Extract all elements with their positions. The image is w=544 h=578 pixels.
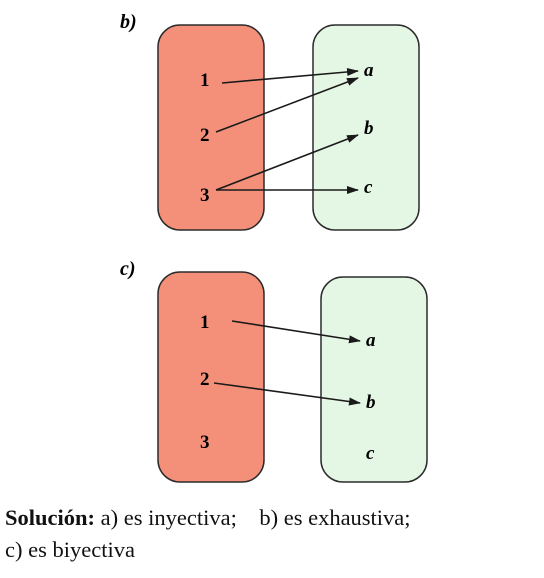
domain-element-c-3: 3 <box>200 432 210 453</box>
solution-line-1: Solución: a) es inyectiva; b) es exhaust… <box>5 502 539 534</box>
domain-element-b-3: 3 <box>200 185 210 206</box>
solution-heading: Solución: <box>5 505 96 530</box>
codomain-element-b-a: a <box>364 60 374 81</box>
solution-line-2: c) es biyectiva <box>5 537 135 562</box>
arrow-b-1-a <box>221 67 359 84</box>
codomain-element-c-b: b <box>366 392 376 413</box>
domain-set-c <box>157 271 265 483</box>
arrow-b-3-b <box>215 134 359 191</box>
codomain-element-b-c: c <box>364 177 373 198</box>
domain-element-b-1: 1 <box>200 70 210 91</box>
arrow-c-2-b <box>213 382 361 406</box>
diagram-c: c) 1 2 3 a b c <box>120 258 428 483</box>
codomain-set-c <box>320 276 428 483</box>
codomain-element-c-a: a <box>366 330 376 351</box>
domain-element-b-2: 2 <box>200 125 210 146</box>
diagram-c-label: c) <box>120 258 136 280</box>
solution-text: Solución: a) es inyectiva; b) es exhaust… <box>5 502 539 566</box>
arrow-c-1-a <box>231 320 361 344</box>
domain-element-c-1: 1 <box>200 312 210 333</box>
solution-answers-ab: a) es inyectiva; b) es exhaustiva; <box>100 505 411 530</box>
diagram-b-label: b) <box>120 11 137 33</box>
arrow-b-2-a <box>215 77 359 133</box>
codomain-element-c-c: c <box>366 443 375 464</box>
codomain-set-b <box>312 24 420 231</box>
domain-element-c-2: 2 <box>200 369 210 390</box>
domain-set-b <box>157 24 265 231</box>
diagram-canvas: b) 1 2 3 a b c c) 1 2 3 a b c <box>120 11 428 483</box>
diagram-b: b) 1 2 3 a b c <box>120 11 420 231</box>
codomain-element-b-b: b <box>364 118 374 139</box>
